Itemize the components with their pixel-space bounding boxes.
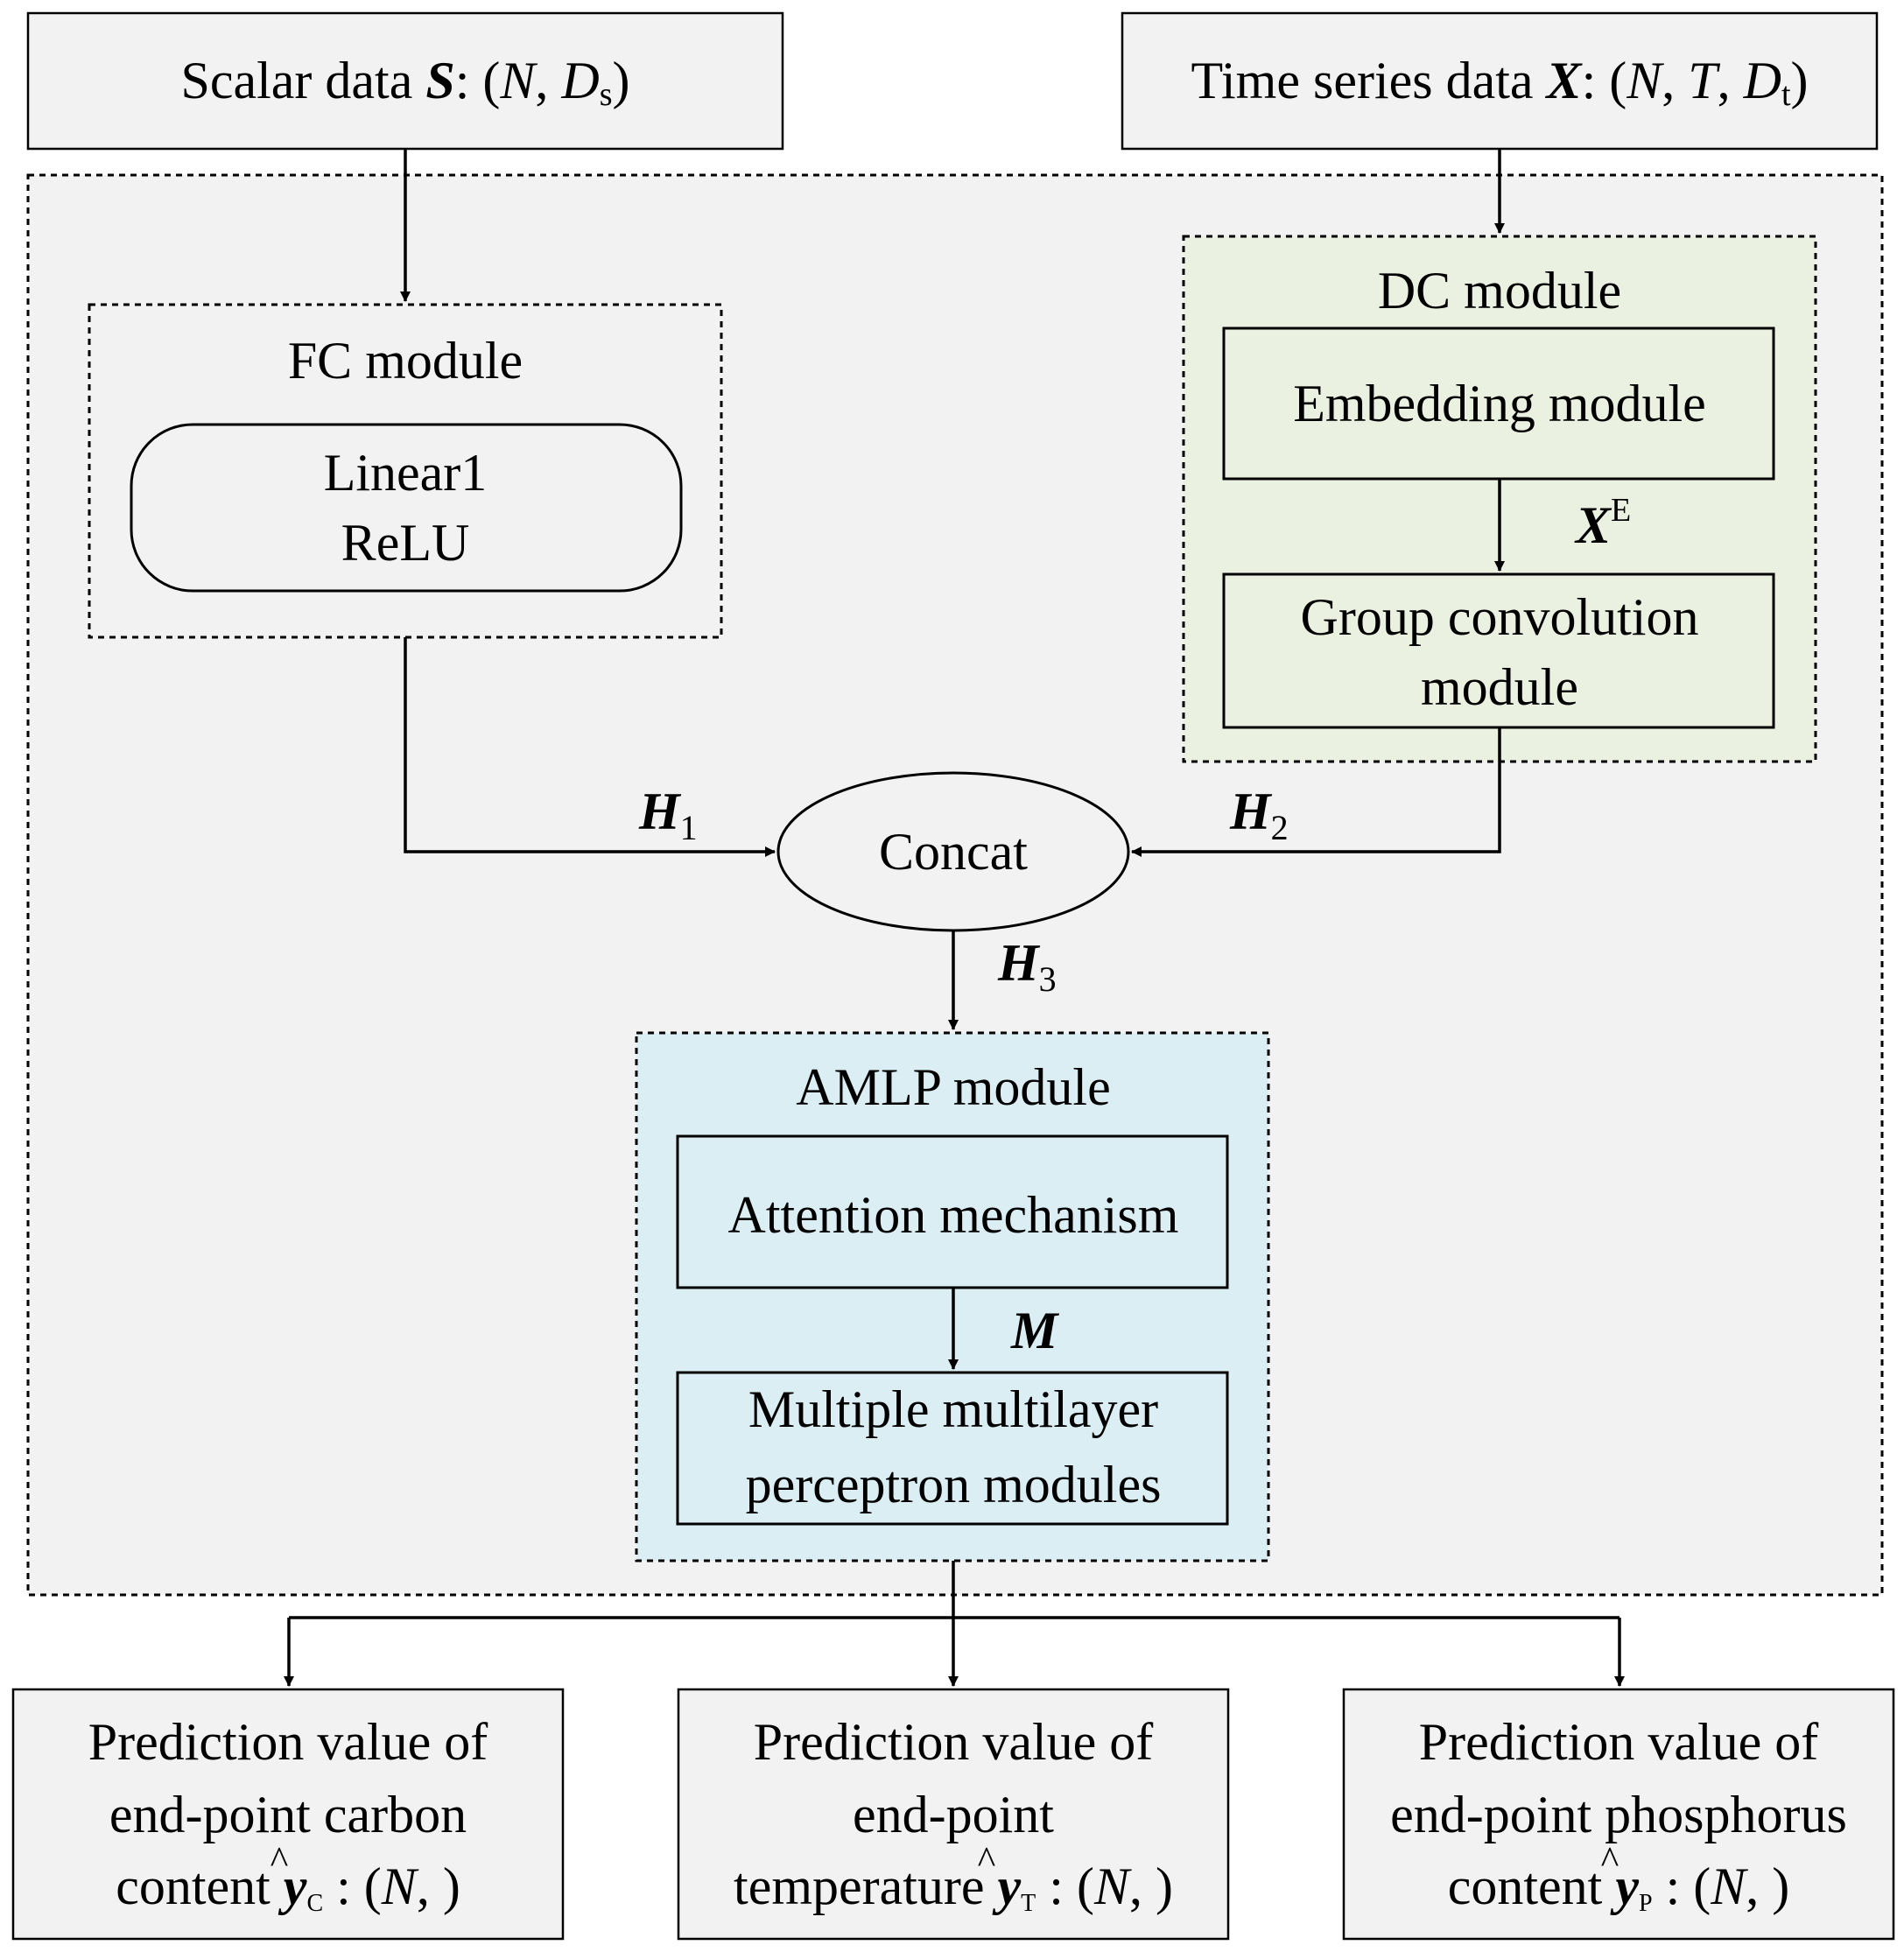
timeseries-input-box: Time series data X: (N, T, Dt) (1121, 11, 1879, 151)
output-phosphorus-box: Prediction value of end-point phosphorus… (1342, 1688, 1895, 1941)
relu-label: ReLU (341, 514, 470, 572)
m-label: M (1010, 1302, 1060, 1359)
group-convolution-label-1: Group convolution (1301, 588, 1699, 646)
output-phosphorus-line2: end-point phosphorus (1390, 1786, 1847, 1843)
output-carbon-box: Prediction value of end-point carbon con… (11, 1688, 565, 1941)
output-phosphorus-hat: ^ (1601, 1839, 1619, 1882)
fc-module-title: FC module (288, 332, 523, 390)
amlp-module-title: AMLP module (796, 1058, 1110, 1116)
dc-module-title: DC module (1378, 262, 1621, 319)
mlp-label-1: Multiple multilayer (748, 1380, 1158, 1438)
embedding-module-label: Embedding module (1293, 375, 1706, 432)
linear-relu-block (130, 423, 683, 593)
output-temperature-line1: Prediction value of (754, 1713, 1154, 1771)
output-temperature-box: Prediction value of end-point temperatur… (677, 1688, 1230, 1941)
output-carbon-hat: ^ (270, 1839, 289, 1882)
xe-label: XE (1574, 492, 1631, 554)
h3-label: H3 (997, 934, 1057, 999)
group-convolution-label-2: module (1421, 658, 1578, 716)
attention-label: Attention mechanism (728, 1186, 1179, 1244)
arrow-fc-to-concat (404, 637, 776, 857)
output-carbon-line3: content yC : (N, ) (116, 1857, 460, 1917)
mlp-label-2: perceptron modules (746, 1456, 1162, 1513)
scalar-input-label: Scalar data S: (N, Ds) (180, 52, 629, 113)
output-carbon-line2: end-point carbon (109, 1786, 467, 1843)
output-temperature-line2: end-point (853, 1786, 1054, 1843)
attention-box (676, 1134, 1229, 1289)
h1-label: H1 (638, 783, 698, 847)
mlp-box (676, 1371, 1229, 1526)
linear1-label: Linear1 (324, 444, 488, 502)
scalar-input-box: Scalar data S: (N, Ds) (26, 11, 784, 151)
output-temperature-line3: temperature yT : (N, ) (734, 1857, 1173, 1917)
concat-label: Concat (879, 823, 1028, 881)
timeseries-input-label: Time series data X: (N, T, Dt) (1191, 52, 1808, 113)
output-phosphorus-line1: Prediction value of (1419, 1713, 1819, 1771)
output-carbon-line1: Prediction value of (88, 1713, 488, 1771)
h2-label: H2 (1229, 783, 1289, 847)
arrow-group-to-concat (1131, 727, 1501, 857)
output-phosphorus-line3: content yP : (N, ) (1448, 1857, 1790, 1917)
output-temperature-hat: ^ (978, 1839, 996, 1882)
connectors (284, 149, 1625, 1687)
concat-node: Concat (776, 771, 1130, 932)
group-convolution-box (1222, 572, 1775, 729)
